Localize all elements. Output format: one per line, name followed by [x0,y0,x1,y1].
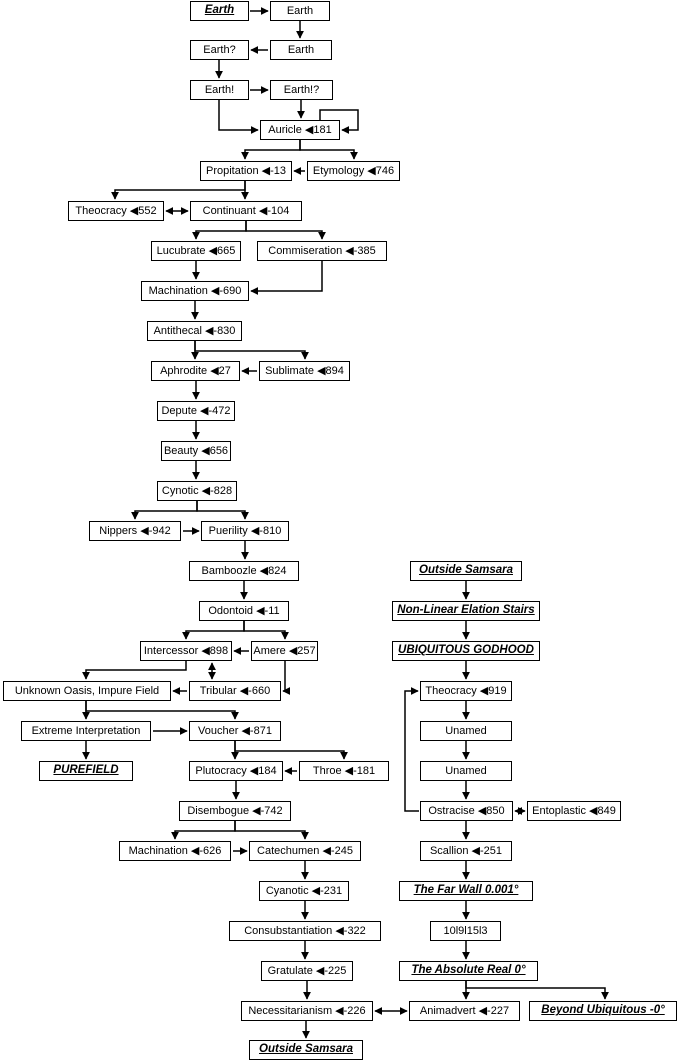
node-gratulate: Gratulate ◀-225 [261,961,353,981]
node-cynotic: Cynotic ◀-828 [157,481,237,501]
node-earth-exq: Earth!? [270,80,333,100]
node-tribular: Tribular ◀-660 [189,681,281,701]
node-theocracy-919: Theocracy ◀919 [420,681,512,701]
edge-disembogue-to-catechumen [234,821,309,840]
node-intercessor: Intercessor ◀898 [140,641,232,661]
node-disembogue: Disembogue ◀-742 [179,801,291,821]
node-sequence: 10l9l15l3 [430,921,501,941]
node-unknown-oasis: Unknown Oasis, Impure Field [3,681,171,701]
edge-intercessor-to-unknown-oasis [82,661,187,680]
node-non-linear-elation-stairs: Non-Linear Elation Stairs [392,601,540,621]
node-plutocracy: Plutocracy ◀184 [189,761,283,781]
node-unamed-1: Unamed [420,721,512,741]
edge-continuant-to-lucubrate [192,221,247,240]
node-cyanotic: Cyanotic ◀-231 [259,881,349,901]
node-far-wall: The Far Wall 0.001° [399,881,533,901]
edge-ostracise-to-theocracy-919 [404,687,419,812]
node-sublimate: Sublimate ◀894 [259,361,350,381]
edge-unknown-oasis-to-voucher [85,701,239,720]
node-bamboozle: Bamboozle ◀824 [189,561,299,581]
edge-odontoid-to-intercessor [182,621,245,640]
node-voucher: Voucher ◀-871 [189,721,281,741]
edge-auricle-to-auricle [319,109,359,134]
node-amere: Amere ◀257 [251,641,318,661]
node-depute: Depute ◀-472 [157,401,235,421]
node-throe: Throe ◀-181 [299,761,389,781]
node-beauty: Beauty ◀656 [161,441,231,461]
node-extreme-interpretation: Extreme Interpretation [21,721,151,741]
node-nippers: Nippers ◀-942 [89,521,181,541]
edge-propitation-to-theocracy-552 [111,181,246,200]
node-scallion: Scallion ◀-251 [420,841,512,861]
node-machination-626: Machination ◀-626 [119,841,231,861]
node-outside-samsara-bottom: Outside Samsara [249,1040,363,1060]
node-absolute-real: The Absolute Real 0° [399,961,538,981]
node-unamed-2: Unamed [420,761,512,781]
node-machination-690: Machination ◀-690 [141,281,249,301]
node-earth-2: Earth [270,1,330,21]
node-beyond-ubiquitous: Beyond Ubiquitous -0° [529,1001,677,1021]
node-consubstantiation: Consubstantiation ◀-322 [229,921,381,941]
edge-voucher-to-throe [234,741,348,760]
node-odontoid: Odontoid ◀-11 [199,601,289,621]
edge-cynotic-to-nippers [131,501,198,520]
edge-commiseration-to-machination-690 [250,261,323,295]
edge-continuant-to-commiseration [245,221,326,240]
node-purefield: PUREFIELD [39,761,133,781]
node-propitation: Propitation ◀-13 [200,161,292,181]
node-entoplastic: Entoplastic ◀849 [527,801,621,821]
node-etymology: Etymology ◀746 [307,161,400,181]
node-commiseration: Commiseration ◀-385 [257,241,387,261]
node-ubiquitous-godhood: UBIQUITOUS GODHOOD [392,641,540,661]
edge-antithecal-to-sublimate [194,341,309,360]
node-animadvert: Animadvert ◀-227 [409,1001,520,1021]
node-ostracise: Ostracise ◀850 [420,801,513,821]
node-necessitarianism: Necessitarianism ◀-226 [241,1001,373,1021]
edge-odontoid-to-amere [243,621,289,640]
node-outside-samsara-top: Outside Samsara [410,561,522,581]
node-continuant: Continuant ◀-104 [190,201,302,221]
node-earth-3: Earth [270,40,332,60]
edge-amere-to-tribular [282,661,291,695]
node-antithecal: Antithecal ◀-830 [147,321,242,341]
node-earth-q: Earth? [190,40,249,60]
node-aphrodite: Aphrodite ◀27 [151,361,240,381]
node-auricle: Auricle ◀181 [260,120,340,140]
node-lucubrate: Lucubrate ◀665 [151,241,241,261]
edge-cynotic-to-puerility [196,501,249,520]
edge-earth-ex-to-auricle [218,100,259,134]
node-earth-ex: Earth! [190,80,249,100]
edge-disembogue-to-machination-626 [171,821,236,840]
node-earth-1: Earth [190,1,249,21]
node-puerility: Puerility ◀-810 [201,521,289,541]
edge-absolute-real-to-beyond-ubiquitous [465,981,609,1000]
edge-auricle-to-etymology [299,140,358,160]
node-catechumen: Catechumen ◀-245 [249,841,361,861]
edge-auricle-to-propitation [241,140,301,160]
node-theocracy-552: Theocracy ◀552 [68,201,164,221]
